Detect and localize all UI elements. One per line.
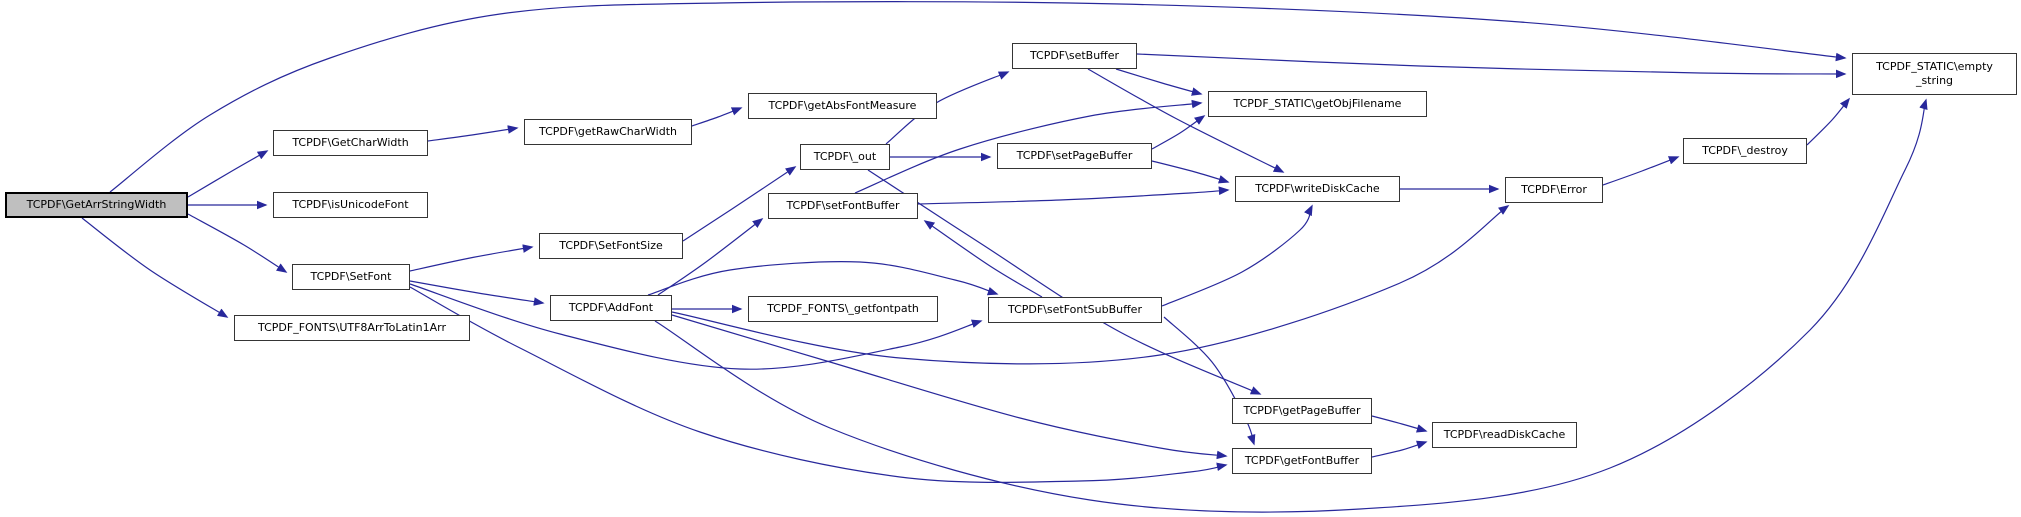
edge-setfont-setfontsubbuffer (409, 283, 983, 370)
edge-setbuffer-emptystring (1136, 53, 1847, 79)
edge-getcharwidth-getrawcharwidth (427, 125, 519, 142)
edge-getarrstringwidth-utf8arrtolatin1arr (81, 217, 229, 318)
edge-setpagebuffer-writediskcache (1151, 160, 1230, 184)
node-label: TCPDF\setFontSubBuffer (1008, 303, 1142, 317)
edge-destroy-emptystring (1806, 97, 1851, 146)
edge-setbuffer-writediskcache (1087, 68, 1285, 173)
node-label: TCPDF\setFontBuffer (786, 199, 900, 213)
edge-setfontsize-out (682, 166, 797, 242)
edge-setfont-addfont (409, 280, 545, 306)
node-setfontsize[interactable]: TCPDF\SetFontSize (539, 233, 683, 259)
edge-out-getpagebuffer (867, 169, 1262, 395)
node-label: TCPDF\_destroy (1702, 144, 1788, 158)
node-error[interactable]: TCPDF\Error (1505, 177, 1603, 203)
node-setfont[interactable]: TCPDF\SetFont (292, 264, 410, 290)
node-getfontbuffer[interactable]: TCPDF\getFontBuffer (1232, 448, 1372, 474)
node-setfontsubbuffer[interactable]: TCPDF\setFontSubBuffer (988, 297, 1162, 323)
node-isunicodefont[interactable]: TCPDF\isUnicodeFont (273, 192, 428, 218)
node-label: TCPDF\setBuffer (1029, 49, 1120, 63)
node-label: TCPDF_STATIC\empty (1876, 60, 1993, 74)
node-getcharwidth[interactable]: TCPDF\GetCharWidth (273, 130, 428, 156)
node-label: TCPDF_FONTS\_getfontpath (767, 302, 919, 316)
node-setbuffer[interactable]: TCPDF\setBuffer (1012, 43, 1137, 69)
node-label: TCPDF\getAbsFontMeasure (768, 99, 917, 113)
node-getpagebuffer[interactable]: TCPDF\getPageBuffer (1232, 398, 1372, 424)
node-emptystring[interactable]: TCPDF_STATIC\empty_string (1852, 53, 2017, 95)
edge-error-destroy (1602, 156, 1680, 186)
edge-addfont-emptystring (654, 98, 1928, 513)
node-label: _string (1915, 74, 1954, 87)
edge-addfont-error (671, 205, 1510, 365)
edge-setfontsubbuffer-writediskcache (1161, 204, 1313, 307)
node-label: TCPDF\GetCharWidth (292, 136, 409, 150)
node-label: TCPDF_FONTS\UTF8ArrToLatin1Arr (258, 321, 446, 335)
node-label: TCPDF\GetArrStringWidth (26, 198, 167, 212)
node-destroy[interactable]: TCPDF\_destroy (1683, 138, 1807, 164)
node-label: TCPDF\writeDiskCache (1255, 182, 1380, 196)
node-label: TCPDF\setPageBuffer (1016, 149, 1133, 163)
node-utf8arrtolatin1arr[interactable]: TCPDF_FONTS\UTF8ArrToLatin1Arr (234, 315, 470, 341)
edge-setfontbuffer-writediskcache (917, 186, 1230, 205)
edge-addfont-getfontbuffer (671, 314, 1228, 460)
node-getrawcharwidth[interactable]: TCPDF\getRawCharWidth (524, 119, 692, 145)
edge-setfontsubbuffer-getfontbuffer (1163, 316, 1256, 446)
node-out[interactable]: TCPDF\_out (800, 144, 890, 170)
edge-addfont-setfontsubbuffer (647, 261, 999, 296)
edge-setfontsubbuffer-setfontbuffer (923, 220, 1043, 298)
node-label: TCPDF\readDiskCache (1443, 428, 1566, 442)
edge-setfont-getfontbuffer (409, 286, 1228, 483)
node-getarrstringwidth[interactable]: TCPDF\GetArrStringWidth (5, 192, 188, 218)
node-getfontpath[interactable]: TCPDF_FONTS\_getfontpath (748, 296, 938, 322)
node-getobjfilename[interactable]: TCPDF_STATIC\getObjFilename (1208, 91, 1427, 117)
node-label: TCPDF\getPageBuffer (1243, 404, 1361, 418)
edge-getpagebuffer-readdiskcache (1371, 415, 1428, 433)
edge-getfontbuffer-readdiskcache (1371, 440, 1428, 458)
node-label: TCPDF\AddFont (568, 301, 654, 315)
node-setpagebuffer[interactable]: TCPDF\setPageBuffer (997, 143, 1152, 169)
node-writediskcache[interactable]: TCPDF\writeDiskCache (1235, 176, 1400, 202)
node-label: TCPDF\getFontBuffer (1244, 454, 1360, 468)
node-getabsfontmeasure[interactable]: TCPDF\getAbsFontMeasure (748, 93, 937, 119)
edge-getarrstringwidth-setfont (187, 213, 288, 273)
node-readdiskcache[interactable]: TCPDF\readDiskCache (1432, 422, 1577, 448)
edge-setpagebuffer-getobjfilename (1151, 115, 1206, 150)
edge-getrawcharwidth-getabsfontmeasure (691, 107, 743, 127)
edge-getarrstringwidth-emptystring (109, 1, 1847, 193)
node-label: TCPDF\getRawCharWidth (539, 125, 677, 139)
node-label: TCPDF\Error (1521, 183, 1587, 197)
node-label: TCPDF\isUnicodeFont (292, 198, 409, 212)
node-label: TCPDF\_out (813, 150, 877, 164)
edge-setfontbuffer-getobjfilename (854, 99, 1203, 194)
edge-setfont-setfontsize (409, 244, 534, 272)
node-label: TCPDF_STATIC\getObjFilename (1233, 97, 1402, 111)
node-label: TCPDF\SetFont (310, 270, 392, 284)
node-addfont[interactable]: TCPDF\AddFont (550, 295, 672, 321)
node-setfontbuffer[interactable]: TCPDF\setFontBuffer (768, 193, 918, 219)
node-label: TCPDF\SetFontSize (559, 239, 663, 253)
edge-getarrstringwidth-getcharwidth (187, 150, 269, 198)
edge-setbuffer-getobjfilename (1115, 68, 1203, 96)
